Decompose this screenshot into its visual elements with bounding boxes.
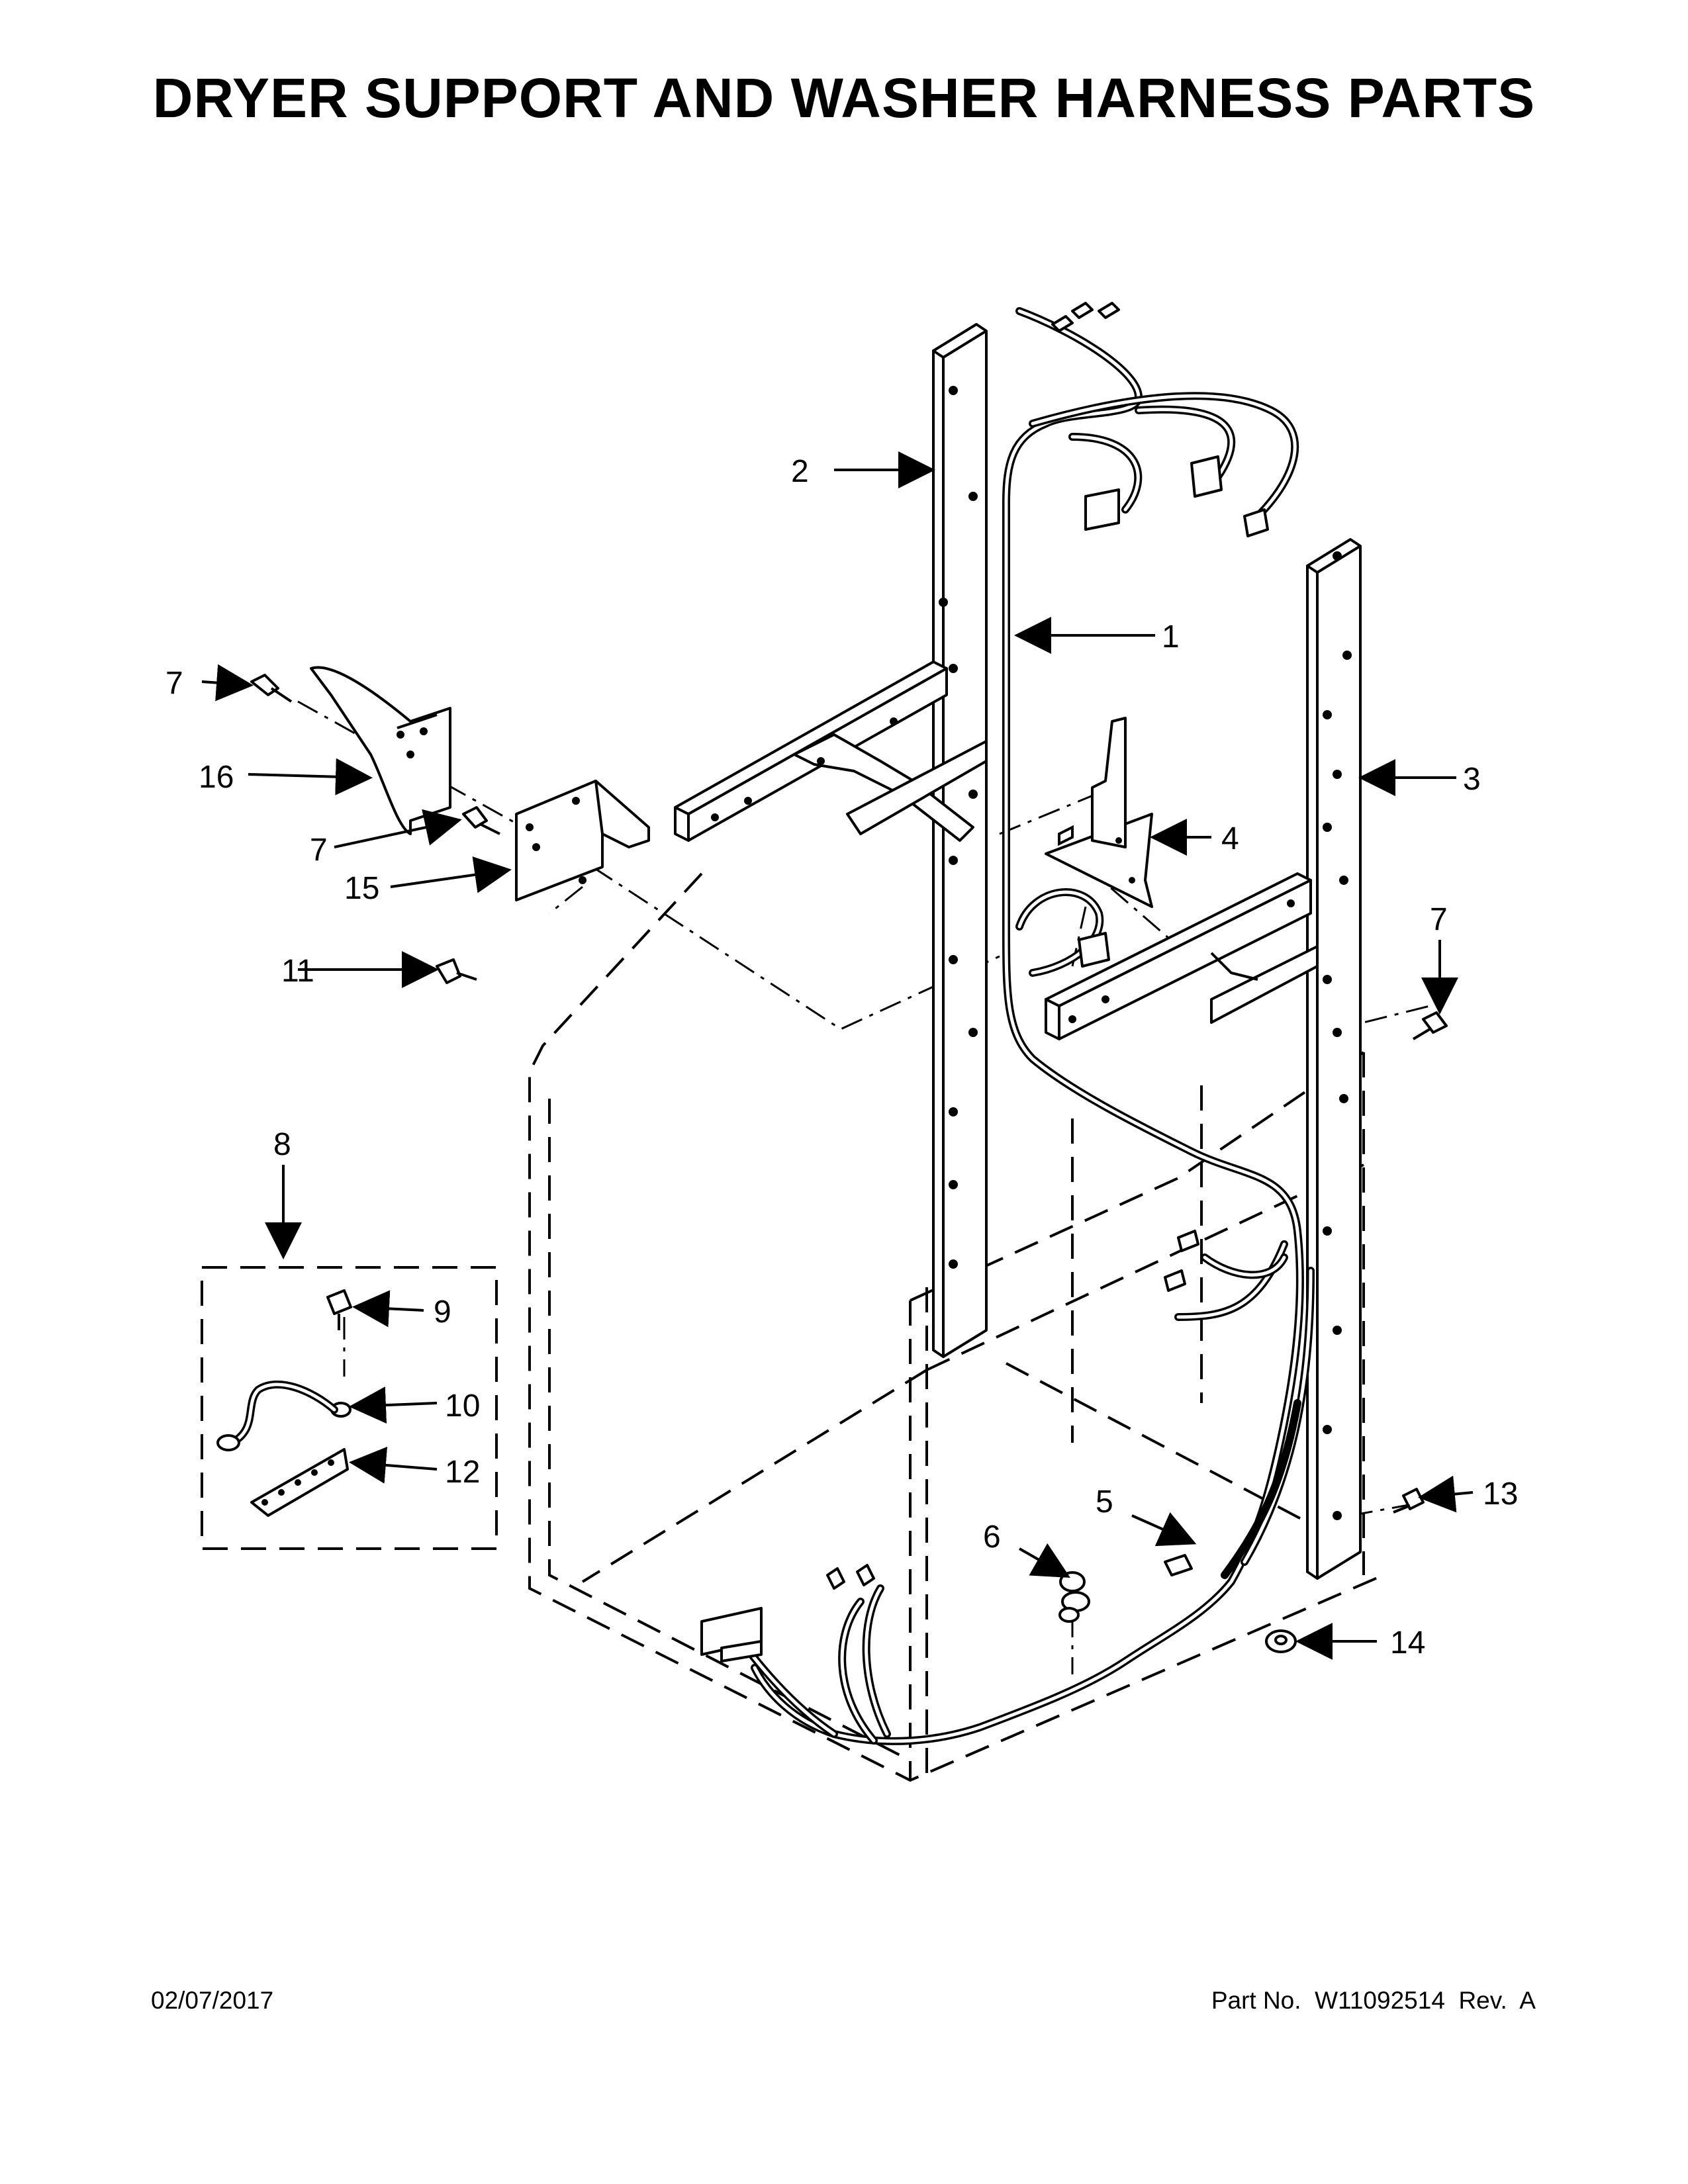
callout-6: 6 — [983, 1520, 1001, 1555]
callout-7-top: 7 — [165, 666, 183, 701]
callout-10: 10 — [445, 1388, 480, 1424]
callout-5: 5 — [1096, 1484, 1113, 1520]
support-bracket — [310, 666, 451, 835]
left-upright-support — [932, 323, 988, 1358]
harness-bracket — [1045, 717, 1153, 908]
ground-kit-inset — [201, 1266, 498, 1550]
harness-connectors — [700, 302, 1269, 1662]
grommet — [1265, 1629, 1297, 1653]
wire-harness — [737, 307, 1315, 1745]
callout-15: 15 — [344, 871, 379, 906]
right-upright-support — [1306, 538, 1362, 1580]
callout-11: 11 — [281, 954, 314, 989]
callout-16: 16 — [199, 760, 234, 795]
page-title: DRYER SUPPORT AND WASHER HARNESS PARTS — [152, 67, 1536, 129]
wire-clip — [1058, 1571, 1090, 1623]
callout-3: 3 — [1463, 762, 1481, 797]
callout-4: 4 — [1221, 821, 1239, 856]
footer-part-number: Part No. W11092514 Rev. A — [1211, 1987, 1536, 2014]
mounting-bracket — [515, 780, 650, 901]
callout-leaders — [201, 451, 1474, 1660]
callout-7-middle: 7 — [310, 833, 328, 868]
callout-labels: 1 2 3 4 5 6 7 7 7 8 9 10 11 12 13 14 15 … — [165, 454, 1518, 1661]
footer-date: 02/07/2017 — [151, 1987, 274, 2014]
upper-cross-brace — [674, 660, 988, 842]
callout-1: 1 — [1162, 619, 1180, 655]
callout-12: 12 — [445, 1455, 480, 1490]
callout-9: 9 — [434, 1295, 451, 1330]
callout-8: 8 — [273, 1127, 291, 1162]
callout-14: 14 — [1390, 1625, 1425, 1661]
callout-2: 2 — [791, 454, 809, 489]
lower-cross-brace — [1045, 872, 1319, 1040]
screws — [250, 674, 1448, 1514]
callout-13: 13 — [1483, 1477, 1518, 1512]
callout-7-right: 7 — [1430, 902, 1448, 937]
